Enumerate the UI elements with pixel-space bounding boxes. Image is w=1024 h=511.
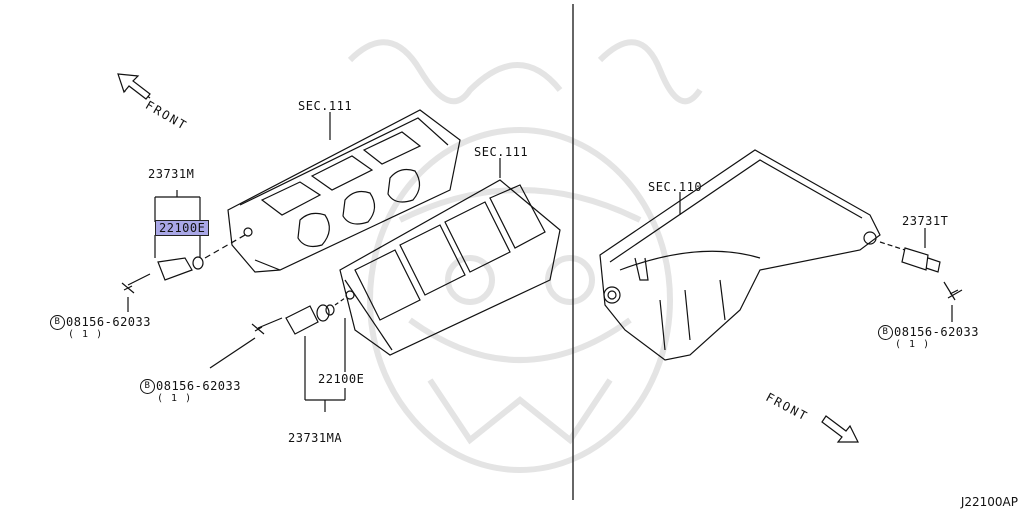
sensor-23731T-assembly — [879, 228, 963, 322]
cylinder-head-left — [227, 109, 461, 273]
figure-id: J22100AP — [960, 495, 1018, 509]
oil-pan — [599, 149, 881, 361]
sensor-23731M-assembly — [121, 190, 246, 312]
watermark-emblem — [347, 39, 703, 473]
bolt-marker-icon: B — [140, 379, 155, 394]
bolt-mid-qty: ( 1 ) — [157, 393, 193, 404]
label-part-23731T[interactable]: 23731T — [902, 214, 949, 228]
label-part-23731MA[interactable]: 23731MA — [288, 431, 343, 445]
bolt-right-code: 08156-62033 — [894, 325, 979, 339]
bolt-left-qty: ( 1 ) — [68, 329, 104, 340]
cylinder-head-right — [339, 179, 561, 356]
label-sec110[interactable]: SEC.110 — [648, 180, 703, 194]
front-arrow-left — [117, 73, 151, 100]
bolt-marker-icon: B — [50, 315, 65, 330]
front-arrow-right — [821, 415, 859, 443]
sensor-23731MA-assembly — [209, 297, 346, 412]
bolt-mid-code: 08156-62033 — [156, 379, 241, 393]
label-part-22100E-highlight[interactable]: 22100E — [155, 220, 210, 236]
bolt-left-code: 08156-62033 — [66, 315, 151, 329]
bolt-right-qty: ( 1 ) — [895, 339, 931, 350]
bolt-marker-icon: B — [878, 325, 893, 340]
label-sec111-a[interactable]: SEC.111 — [298, 99, 353, 113]
label-part-23731M[interactable]: 23731M — [148, 167, 195, 181]
label-sec111-b[interactable]: SEC.111 — [474, 145, 529, 159]
label-part-22100E[interactable]: 22100E — [318, 372, 365, 386]
